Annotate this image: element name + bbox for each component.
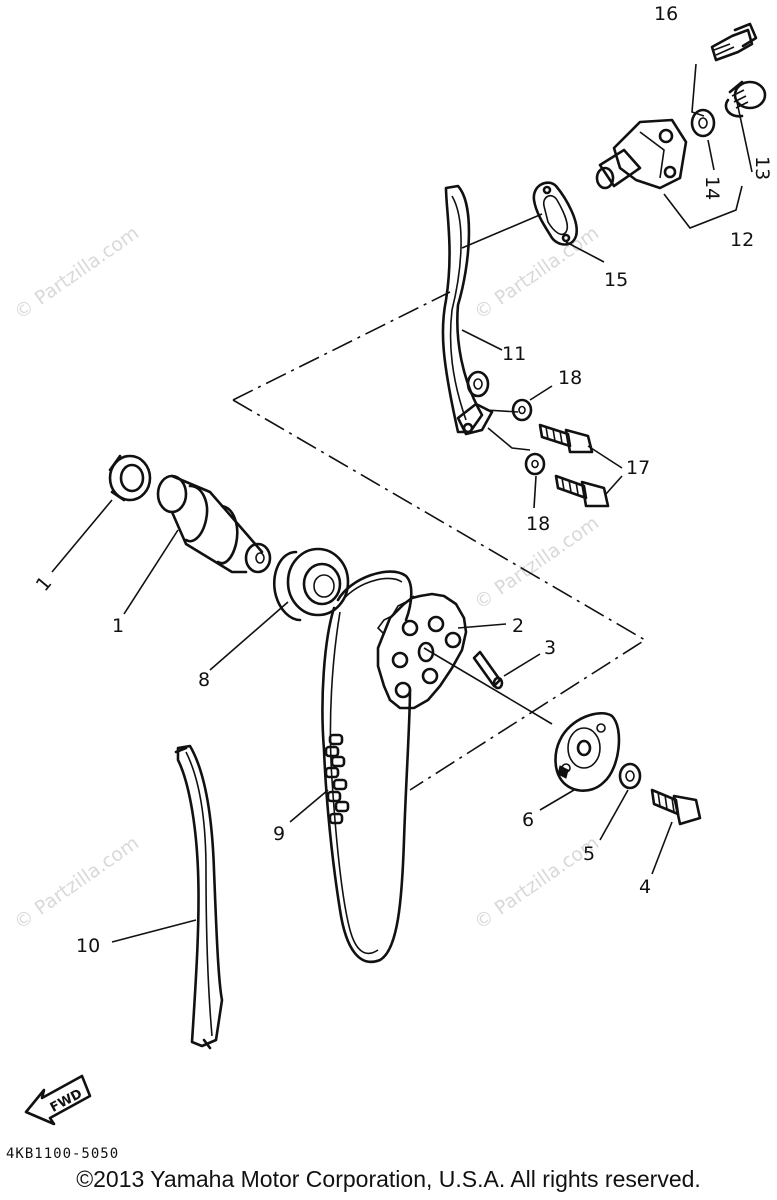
part-18-washer [524, 452, 546, 476]
label-part-8: 8 [198, 669, 210, 691]
label-part-4: 4 [639, 876, 651, 898]
label-part-10: 10 [76, 935, 100, 957]
watermark-group: © Partzilla.com © Partzilla.com © Partzi… [10, 222, 603, 934]
part-15-gasket [532, 181, 578, 246]
part-3-pin [472, 650, 504, 690]
part-code: 4KB1100-5050 [6, 1146, 120, 1162]
label-part-5: 5 [583, 843, 595, 865]
label-part-17: 17 [626, 457, 650, 479]
part-11-tensioner-guide [441, 184, 494, 436]
assembly-boundary [232, 291, 647, 791]
part-2-sprocket [376, 592, 468, 710]
label-part-14: 14 [701, 176, 723, 200]
part-1-camshaft [156, 474, 272, 574]
copyright-notice: ©2013 Yamaha Motor Corporation, U.S.A. A… [76, 1166, 701, 1192]
watermark: © Partzilla.com [470, 222, 603, 324]
part-6-plate [554, 711, 621, 792]
label-part-15: 15 [604, 269, 628, 291]
chain-links [324, 733, 350, 825]
label-part-2: 2 [512, 615, 524, 637]
part-labels: 1 1 2 3 4 5 6 8 9 10 11 12 13 14 15 16 1… [32, 3, 773, 957]
part-14-washer [690, 108, 716, 138]
label-part-1: 1 [112, 615, 124, 637]
label-part-9: 9 [273, 823, 285, 845]
part-7-bearing [108, 454, 152, 502]
watermark: © Partzilla.com [10, 222, 143, 324]
label-part-18: 18 [526, 513, 550, 535]
label-part-11: 11 [502, 343, 526, 365]
part-18-washer [511, 398, 533, 422]
part-13-union-bolt [724, 80, 767, 118]
fwd-arrow-icon: FWD [24, 1074, 92, 1126]
part-8-bearing [273, 547, 350, 622]
label-part-16: 16 [654, 3, 678, 25]
part-17-bolt [554, 474, 610, 508]
label-part-1: 1 [32, 572, 57, 595]
part-9-cam-chain [321, 570, 413, 964]
label-part-18: 18 [558, 367, 582, 389]
part-10-chain-guide [174, 744, 224, 1050]
part-5-washer [618, 762, 642, 790]
part-16-bolt [710, 22, 758, 62]
watermark: © Partzilla.com [10, 832, 143, 934]
label-part-6: 6 [522, 809, 534, 831]
label-part-13: 13 [751, 156, 773, 180]
part-4-bolt [650, 788, 702, 826]
part-17-bolt [538, 423, 594, 454]
label-part-12: 12 [730, 229, 754, 251]
part-12-tensioner [595, 118, 688, 190]
leader-lines [51, 63, 753, 943]
label-part-3: 3 [544, 637, 556, 659]
